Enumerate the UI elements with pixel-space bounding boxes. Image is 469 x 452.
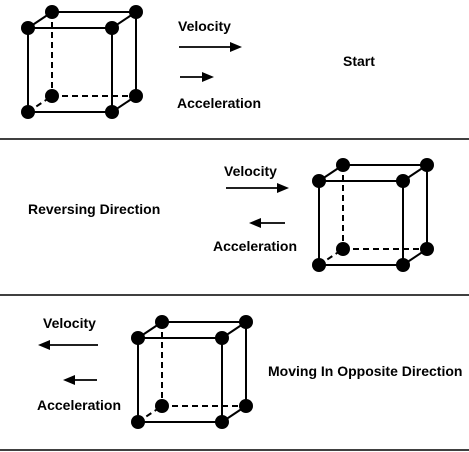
panel-reversing-direction: Reversing Direction Velocity Acceleratio… xyxy=(28,157,435,273)
velocity-arrow-right xyxy=(179,42,242,52)
velocity-label: Velocity xyxy=(43,315,96,331)
state-label-start: Start xyxy=(343,53,375,69)
panel-start: Velocity Acceleration Start xyxy=(20,4,375,120)
velocity-arrow-right xyxy=(226,183,289,193)
acceleration-label: Acceleration xyxy=(37,397,121,413)
acceleration-arrow-right xyxy=(180,72,214,82)
panel-opposite-direction: Velocity Acceleration Moving In Opposite… xyxy=(37,314,462,430)
state-label-reversing: Reversing Direction xyxy=(28,201,160,217)
velocity-label: Velocity xyxy=(224,163,277,179)
cube-reversing xyxy=(311,157,435,273)
velocity-label: Velocity xyxy=(178,18,231,34)
acceleration-label: Acceleration xyxy=(177,95,261,111)
acceleration-label: Acceleration xyxy=(213,238,297,254)
state-label-opposite: Moving In Opposite Direction xyxy=(268,363,462,379)
cube-start xyxy=(20,4,144,120)
velocity-arrow-left xyxy=(38,340,98,350)
acceleration-arrow-left xyxy=(63,375,97,385)
acceleration-arrow-left xyxy=(249,218,285,228)
cube-opposite xyxy=(130,314,254,430)
